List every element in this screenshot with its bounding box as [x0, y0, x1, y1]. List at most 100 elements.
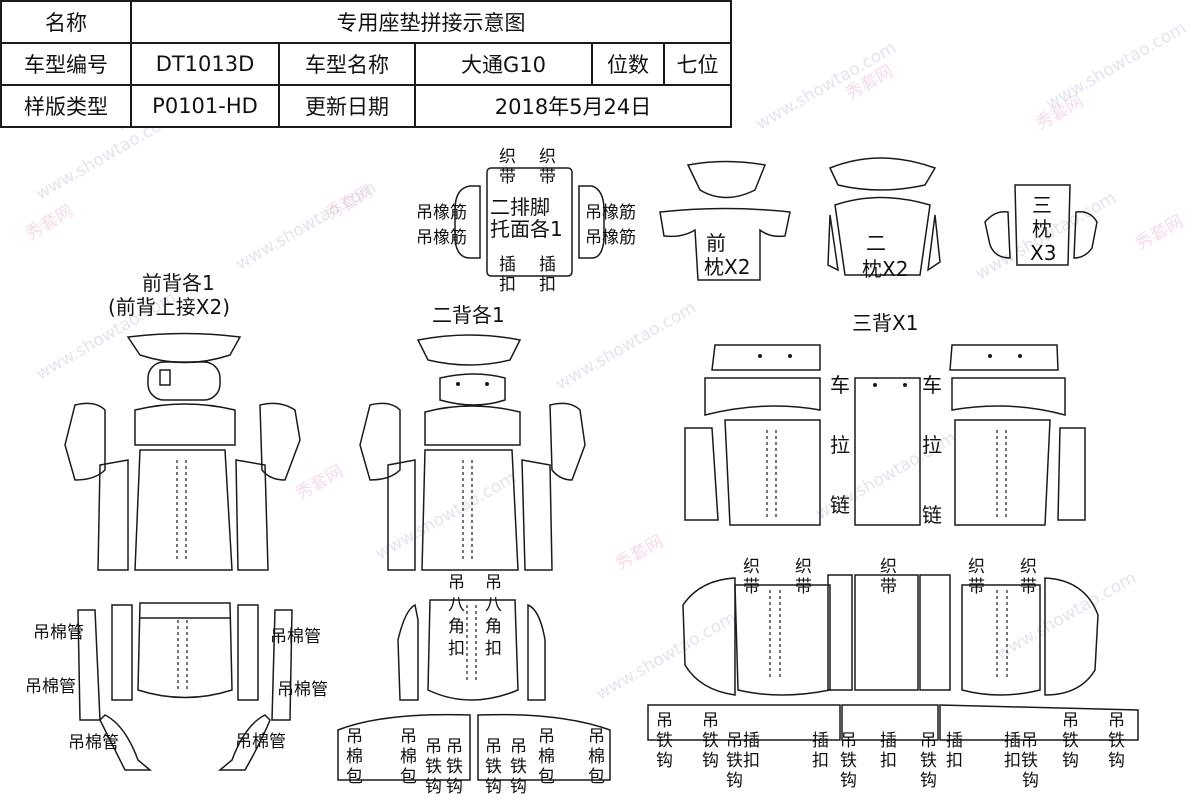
second-back-piece: [424, 405, 521, 446]
svg-text:吊: 吊: [656, 711, 673, 731]
third-back-piece: [949, 344, 1059, 371]
svg-text:插吊: 插吊: [1004, 731, 1038, 751]
third-back-piece: [711, 344, 821, 371]
cotton-tube-label: 吊棉管: [277, 680, 328, 700]
model-name-label: 车型名称: [278, 42, 416, 86]
front-back-piece: [271, 609, 293, 721]
seats-label: 位数: [591, 42, 665, 86]
third-back-base: [939, 704, 1139, 741]
pattern-type-label: 样版类型: [0, 84, 132, 128]
svg-text:扣: 扣: [812, 751, 829, 771]
svg-text:钩: 钩: [702, 751, 719, 771]
svg-text:链: 链: [922, 503, 942, 527]
svg-text:钩: 钩: [1108, 751, 1125, 771]
footrest-label: 扣: [539, 275, 556, 295]
cotton-tube-label: 吊棉管: [270, 627, 321, 647]
svg-text:吊: 吊: [510, 737, 527, 757]
footrest-label: 带: [499, 167, 516, 187]
third-back-piece: [919, 574, 951, 691]
svg-text:铁: 铁: [920, 751, 937, 771]
footrest-title: 二排脚: [490, 195, 550, 219]
svg-text:铁: 铁: [485, 757, 502, 777]
front-back-center: [137, 602, 233, 699]
second-back-piece: [397, 603, 419, 701]
svg-text:八: 八: [485, 595, 502, 615]
svg-text:织: 织: [1020, 557, 1037, 577]
third-back-lower: 织 带 织 带 织 带 织 带 织 带 吊 铁 钩 吊 铁 钩 吊插 铁扣 钩 …: [647, 557, 1139, 791]
second-pillow-top: [828, 157, 937, 191]
svg-text:铁: 铁: [510, 757, 527, 777]
second-back-title: 二背各1: [432, 303, 505, 327]
front-pillow-group: 前 枕X2: [659, 160, 791, 281]
footrest-panel-group: 织 带 织 带 二排脚 托面各1 插 扣 插 扣 吊橡筋 吊橡筋 吊橡筋 吊橡筋: [416, 147, 636, 295]
third-back-base: [841, 704, 939, 741]
elastic-label: 吊橡筋: [585, 228, 636, 248]
third-back-center: [734, 584, 831, 696]
second-back-piece: [549, 402, 586, 481]
svg-text:包: 包: [588, 767, 605, 787]
svg-text:插: 插: [812, 731, 829, 751]
svg-text:链: 链: [830, 493, 850, 517]
svg-text:吊: 吊: [485, 737, 502, 757]
front-back-piece: [99, 714, 153, 771]
svg-text:织: 织: [968, 557, 985, 577]
footrest-label: 插: [539, 255, 556, 275]
front-back-piece: [147, 361, 221, 401]
svg-text:铁: 铁: [446, 757, 463, 777]
footrest-label: 扣: [499, 275, 516, 295]
svg-text:角: 角: [485, 617, 502, 637]
update-value: 2018年5月24日: [414, 84, 732, 128]
svg-text:带: 带: [795, 577, 812, 597]
svg-text:吊: 吊: [448, 573, 465, 593]
third-back-piece: [684, 427, 719, 521]
front-back-slot: [159, 369, 171, 386]
svg-text:吊: 吊: [485, 573, 502, 593]
svg-text:铁: 铁: [425, 757, 442, 777]
front-back-piece: [97, 459, 129, 571]
svg-text:钩: 钩: [425, 777, 442, 797]
third-back-center: [961, 584, 1041, 696]
svg-text:扣: 扣: [946, 751, 963, 771]
cotton-tube-label: 吊棉管: [25, 677, 76, 697]
svg-text:扣: 扣: [448, 639, 465, 659]
svg-text:钩: 钩: [485, 777, 502, 797]
front-pillow-top: [686, 160, 767, 199]
svg-text:钩: 钩: [840, 771, 857, 791]
svg-text:带: 带: [968, 577, 985, 597]
svg-text:拉: 拉: [922, 433, 942, 457]
second-back-center: [427, 599, 519, 701]
third-back-zipper-panel: [854, 377, 921, 526]
svg-text:角: 角: [448, 617, 465, 637]
svg-text:扣: 扣: [485, 639, 502, 659]
svg-text:吊: 吊: [538, 727, 555, 747]
svg-text:包: 包: [538, 767, 555, 787]
svg-text:车: 车: [830, 373, 850, 397]
name-value: 专用座垫拼接示意图: [130, 0, 732, 44]
svg-text:钩: 钩: [726, 771, 743, 791]
front-pillow-label: 枕X2: [704, 255, 750, 279]
svg-text:扣: 扣: [880, 751, 897, 771]
front-back-piece: [64, 402, 106, 481]
front-pillow-label: 前: [706, 231, 726, 255]
svg-text:带: 带: [880, 577, 897, 597]
third-back-upper: 车 拉 链 车 拉 链: [684, 344, 1086, 527]
svg-text:棉: 棉: [400, 747, 417, 767]
front-back-piece: [237, 604, 259, 701]
second-back-piece: [527, 603, 546, 701]
second-pillow-side: [827, 214, 839, 272]
second-back-upper: [359, 334, 586, 571]
second-pillow-side: [927, 214, 941, 272]
second-back-center: [421, 449, 519, 571]
front-back-center: [134, 449, 233, 571]
third-pillow-label: X3: [1030, 241, 1056, 265]
second-pillow-label: 枕X2: [862, 257, 908, 281]
front-back-lower: 吊棉管 吊棉管 吊棉管 吊棉管 吊棉管 吊棉管: [25, 602, 328, 771]
svg-text:吊: 吊: [920, 731, 937, 751]
svg-text:车: 车: [922, 373, 942, 397]
third-back-base: [647, 704, 841, 741]
svg-text:钩: 钩: [446, 777, 463, 797]
svg-text:www.showtao.com: www.showtao.com: [373, 468, 520, 565]
footrest-side-right: [578, 185, 605, 259]
info-table: 名称 专用座垫拼接示意图 车型编号 DT1013D 车型名称 大通G10 位数 …: [0, 0, 732, 128]
third-back-piece: [854, 574, 919, 691]
